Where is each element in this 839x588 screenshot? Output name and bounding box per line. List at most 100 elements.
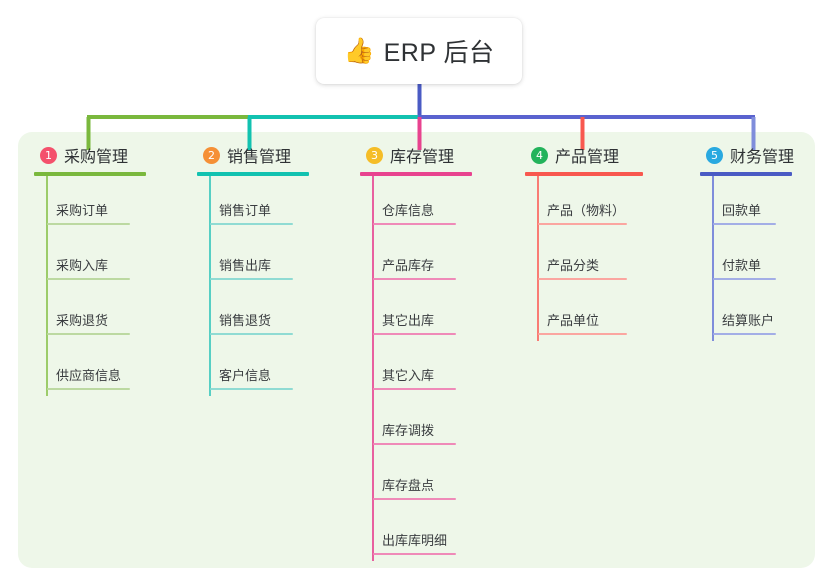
leaf-underline: [373, 223, 456, 225]
leaf-underline: [538, 223, 627, 225]
leaf-item[interactable]: 产品库存: [360, 231, 472, 286]
leaf-underline: [713, 223, 776, 225]
leaf-underline: [373, 388, 456, 390]
branch-header-1[interactable]: 1 采购管理: [34, 144, 146, 166]
leaf-item[interactable]: 产品（物料）: [525, 176, 643, 231]
branch-header-3[interactable]: 3 库存管理: [360, 144, 472, 166]
leaf-label: 库存调拨: [382, 423, 435, 438]
leaf-label: 结算账户: [722, 313, 775, 328]
leaf-item[interactable]: 库存盘点: [360, 451, 472, 506]
branch-stem-1: [46, 176, 48, 396]
branch-title-3: 库存管理: [390, 149, 455, 166]
branch-badge-5: 5: [706, 146, 723, 164]
leaf-item[interactable]: 结算账户: [700, 286, 794, 341]
leaf-label: 库存盘点: [382, 478, 435, 493]
branch-title-5: 财务管理: [730, 149, 795, 166]
branch-3: 3 库存管理仓库信息产品库存其它出库其它入库库存调拨库存盘点出库库明细: [360, 144, 472, 561]
branch-badge-3: 3: [366, 146, 383, 164]
leaf-item[interactable]: 回款单: [700, 176, 794, 231]
branch-children-5: 回款单付款单结算账户: [700, 176, 794, 341]
leaf-label: 采购订单: [56, 203, 109, 218]
leaf-item[interactable]: 出库库明细: [360, 506, 472, 561]
branch-title-1: 采购管理: [64, 149, 129, 166]
leaf-label: 销售退货: [219, 313, 272, 328]
leaf-item[interactable]: 产品单位: [525, 286, 643, 341]
leaf-label: 付款单: [722, 258, 762, 273]
branch-underline-1: [34, 172, 146, 176]
leaf-underline: [47, 223, 130, 225]
branch-underline-4: [525, 172, 643, 176]
leaf-item[interactable]: 其它入库: [360, 341, 472, 396]
leaf-underline: [47, 278, 130, 280]
leaf-label: 销售订单: [219, 203, 272, 218]
branch-children-4: 产品（物料） 产品分类产品单位: [525, 176, 643, 341]
leaf-item[interactable]: 客户信息: [197, 341, 309, 396]
leaf-label: 供应商信息: [56, 368, 122, 383]
leaf-item[interactable]: 采购退货: [34, 286, 146, 341]
leaf-underline: [373, 278, 456, 280]
branch-header-2[interactable]: 2 销售管理: [197, 144, 309, 166]
leaf-underline: [47, 333, 130, 335]
leaf-underline: [210, 388, 293, 390]
branch-children-1: 采购订单采购入库采购退货供应商信息: [34, 176, 146, 396]
leaf-item[interactable]: 付款单: [700, 231, 794, 286]
branch-stem-2: [209, 176, 211, 396]
leaf-label: 仓库信息: [382, 203, 435, 218]
leaf-underline: [373, 443, 456, 445]
branch-badge-4: 4: [531, 146, 548, 164]
leaf-underline: [47, 388, 130, 390]
leaf-item[interactable]: 供应商信息: [34, 341, 146, 396]
branch-badge-2: 2: [203, 146, 220, 164]
branch-underline-5: [700, 172, 792, 176]
root-node[interactable]: 👍 ERP 后台: [316, 18, 522, 84]
leaf-label: 客户信息: [219, 368, 272, 383]
leaf-underline: [210, 333, 293, 335]
leaf-label: 采购退货: [56, 313, 109, 328]
leaf-label: 其它出库: [382, 313, 435, 328]
leaf-item[interactable]: 库存调拨: [360, 396, 472, 451]
branch-underline-3: [360, 172, 472, 176]
leaf-item[interactable]: 产品分类: [525, 231, 643, 286]
branch-4: 4 产品管理产品（物料） 产品分类产品单位: [525, 144, 643, 341]
leaf-label: 回款单: [722, 203, 762, 218]
leaf-label: 产品库存: [382, 258, 435, 273]
leaf-item[interactable]: 销售订单: [197, 176, 309, 231]
branch-title-4: 产品管理: [555, 149, 620, 166]
leaf-underline: [373, 333, 456, 335]
leaf-underline: [373, 498, 456, 500]
branch-2: 2 销售管理销售订单销售出库销售退货客户信息: [197, 144, 309, 396]
branches-background-panel: [18, 132, 815, 568]
branch-stem-4: [537, 176, 539, 341]
branch-1: 1 采购管理采购订单采购入库采购退货供应商信息: [34, 144, 146, 396]
leaf-label: 产品单位: [547, 313, 600, 328]
branch-header-4[interactable]: 4 产品管理: [525, 144, 643, 166]
branch-header-5[interactable]: 5 财务管理: [700, 144, 794, 166]
leaf-item[interactable]: 采购订单: [34, 176, 146, 231]
leaf-underline: [373, 553, 456, 555]
leaf-label: 出库库明细: [382, 533, 448, 548]
leaf-underline: [538, 278, 627, 280]
leaf-underline: [538, 333, 627, 335]
leaf-label: 采购入库: [56, 258, 109, 273]
branch-badge-1: 1: [40, 146, 57, 164]
leaf-item[interactable]: 销售退货: [197, 286, 309, 341]
leaf-underline: [713, 333, 776, 335]
leaf-label: 产品（物料）: [547, 203, 626, 218]
branch-stem-5: [712, 176, 714, 341]
branch-children-2: 销售订单销售出库销售退货客户信息: [197, 176, 309, 396]
leaf-label: 其它入库: [382, 368, 435, 383]
branch-5: 5 财务管理回款单付款单结算账户: [700, 144, 794, 341]
branch-underline-2: [197, 172, 309, 176]
leaf-item[interactable]: 其它出库: [360, 286, 472, 341]
leaf-label: 产品分类: [547, 258, 600, 273]
branch-stem-3: [372, 176, 374, 561]
leaf-underline: [210, 278, 293, 280]
leaf-item[interactable]: 仓库信息: [360, 176, 472, 231]
leaf-underline: [210, 223, 293, 225]
leaf-item[interactable]: 采购入库: [34, 231, 146, 286]
root-node-label: ERP 后台: [383, 39, 495, 67]
leaf-underline: [713, 278, 776, 280]
leaf-item[interactable]: 销售出库: [197, 231, 309, 286]
branch-title-2: 销售管理: [227, 149, 292, 166]
